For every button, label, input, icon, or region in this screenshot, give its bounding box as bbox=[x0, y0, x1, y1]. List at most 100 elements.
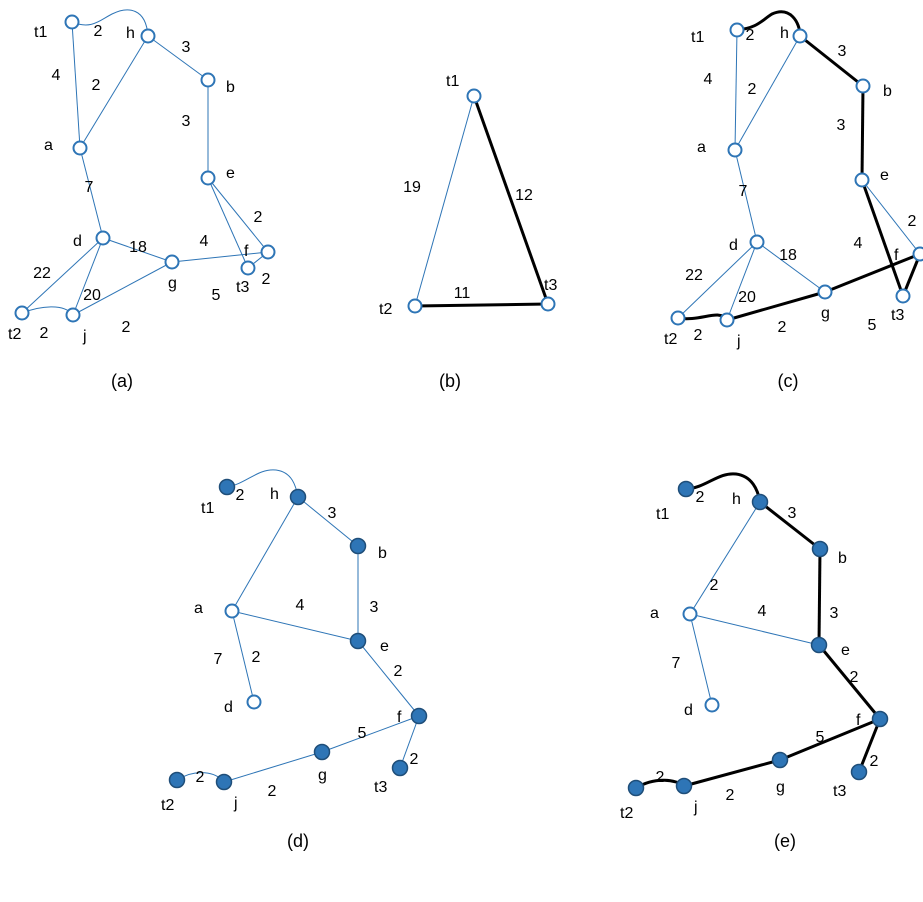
node-t2 bbox=[407, 298, 423, 314]
node-j bbox=[675, 777, 693, 795]
edge-a-d bbox=[79, 147, 104, 239]
edge-weight-b-e: 3 bbox=[837, 117, 846, 134]
node-label-g: g bbox=[821, 305, 830, 322]
edge-weight-e-f: 2 bbox=[254, 209, 263, 226]
edge-e-f bbox=[207, 177, 269, 253]
edge-weight-h-b: 3 bbox=[182, 39, 191, 56]
node-label-a: a bbox=[697, 139, 706, 156]
node-b bbox=[855, 78, 871, 94]
edge-weight-g-j: 2 bbox=[778, 319, 787, 336]
node-a bbox=[72, 140, 88, 156]
edge-weight-h-a: 2 bbox=[92, 77, 101, 94]
node-label-h: h bbox=[126, 25, 135, 42]
panel-caption: (c) bbox=[778, 371, 799, 391]
edge-weight-t1-h: 2 bbox=[236, 487, 245, 504]
edge-g-j bbox=[223, 751, 323, 783]
edge-d-t2 bbox=[21, 237, 104, 314]
edge-weight-g-j: 2 bbox=[268, 783, 277, 800]
node-g bbox=[164, 254, 180, 270]
node-label-t3: t3 bbox=[833, 783, 846, 800]
node-label-f: f bbox=[244, 243, 249, 260]
edge-e-t3 bbox=[860, 179, 905, 297]
edge-weight-e-f: 2 bbox=[908, 213, 917, 230]
node-f bbox=[410, 707, 428, 725]
edge-f-t3 bbox=[399, 715, 420, 769]
node-t3 bbox=[895, 288, 911, 304]
edge-weight-b-e: 3 bbox=[370, 599, 379, 616]
node-t1 bbox=[64, 14, 80, 30]
node-label-d: d bbox=[684, 702, 693, 719]
node-e bbox=[349, 632, 367, 650]
edge-weight-t2-j: 2 bbox=[196, 769, 205, 786]
node-label-f: f bbox=[856, 712, 861, 729]
node-t1 bbox=[218, 478, 236, 496]
node-label-t2: t2 bbox=[8, 326, 21, 343]
edge-weight-e-f: 2 bbox=[394, 663, 403, 680]
edge-h-a bbox=[734, 35, 801, 151]
edge-t1-a bbox=[734, 29, 738, 151]
edge-t2-t3 bbox=[414, 302, 549, 308]
node-label-b: b bbox=[838, 550, 847, 567]
panel-caption: (a) bbox=[111, 371, 133, 391]
edge-t1-t3 bbox=[472, 95, 550, 305]
node-label-b: b bbox=[226, 79, 235, 96]
edge-h-a bbox=[689, 501, 761, 615]
edge-weight-t1-a: 4 bbox=[704, 71, 713, 88]
node-label-e: e bbox=[841, 642, 850, 659]
edge-b-e bbox=[860, 85, 865, 181]
node-f bbox=[871, 710, 889, 728]
node-b bbox=[811, 540, 829, 558]
edge-weight-t1-h: 2 bbox=[696, 489, 705, 506]
node-label-d: d bbox=[224, 699, 233, 716]
node-e bbox=[810, 636, 828, 654]
edge-weight-d-g: 18 bbox=[779, 247, 797, 264]
node-a bbox=[224, 603, 240, 619]
edge-a-d bbox=[734, 149, 758, 243]
edge-weight-f-g: 5 bbox=[816, 729, 825, 746]
node-t1 bbox=[677, 480, 695, 498]
edge-weight-a-d: 7 bbox=[672, 655, 681, 672]
node-b bbox=[349, 537, 367, 555]
node-label-t3: t3 bbox=[544, 277, 557, 294]
node-t3 bbox=[850, 763, 868, 781]
edge-weight-b-e: 3 bbox=[830, 605, 839, 622]
node-label-t1: t1 bbox=[34, 24, 47, 41]
node-h bbox=[289, 488, 307, 506]
edge-t2-j bbox=[21, 306, 74, 316]
node-f bbox=[260, 244, 276, 260]
edge-a-d bbox=[231, 610, 255, 703]
node-d bbox=[704, 697, 720, 713]
node-label-g: g bbox=[776, 779, 785, 796]
edge-weight-f-g: 5 bbox=[868, 317, 877, 334]
node-f bbox=[912, 246, 923, 262]
edge-weight-a-e: 4 bbox=[296, 597, 305, 614]
node-label-j: j bbox=[693, 799, 698, 816]
edge-weight-t2-j: 2 bbox=[656, 769, 665, 786]
node-j bbox=[719, 312, 735, 328]
node-label-j: j bbox=[233, 795, 238, 812]
edge-a-d bbox=[689, 613, 713, 706]
node-t1 bbox=[466, 88, 482, 104]
node-label-b: b bbox=[378, 545, 387, 562]
node-a bbox=[682, 606, 698, 622]
edge-weight-a-d: 7 bbox=[214, 651, 223, 668]
edge-e-f bbox=[861, 179, 921, 255]
edge-t1-h bbox=[71, 9, 149, 37]
panel-caption: (d) bbox=[287, 831, 309, 851]
edge-h-b bbox=[147, 35, 209, 81]
node-t2 bbox=[670, 310, 686, 326]
edge-weight-h-b: 3 bbox=[838, 43, 847, 60]
edge-t1-h bbox=[736, 10, 802, 37]
edge-g-j bbox=[72, 261, 173, 316]
edge-d-g bbox=[102, 237, 173, 263]
edge-weight-d-g: 18 bbox=[129, 239, 147, 256]
node-d bbox=[246, 694, 262, 710]
node-label-e: e bbox=[880, 167, 889, 184]
edge-weight-b-e: 3 bbox=[182, 113, 191, 130]
edge-weight-h-b: 3 bbox=[328, 505, 337, 522]
node-e bbox=[854, 172, 870, 188]
node-label-g: g bbox=[318, 767, 327, 784]
edge-h-b bbox=[799, 34, 864, 88]
node-label-t2: t2 bbox=[620, 805, 633, 822]
